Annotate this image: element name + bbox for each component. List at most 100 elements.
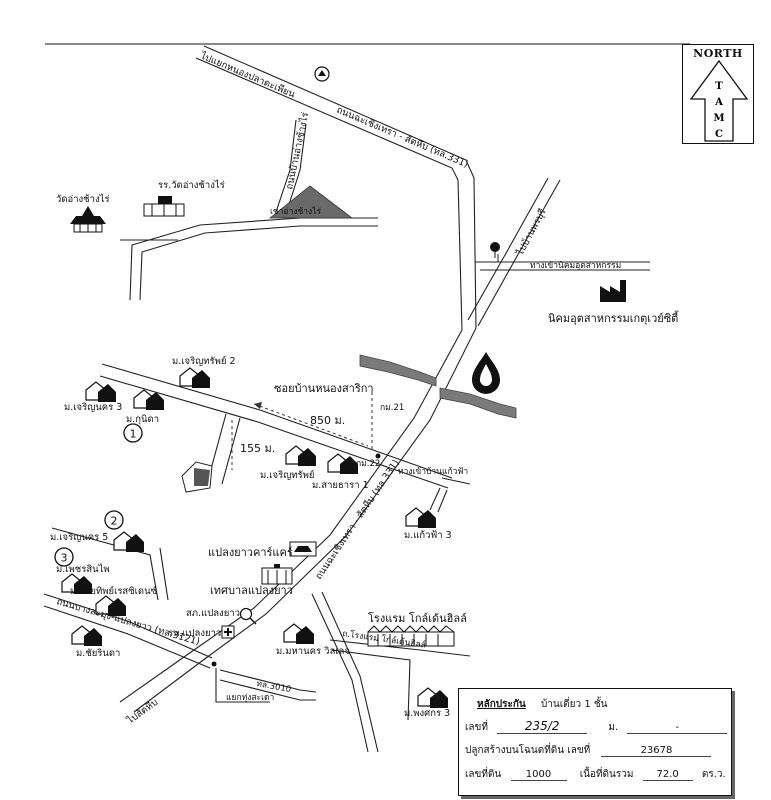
label-highway-331-south: ถนนฉะเชิงเทรา - สัตหีบ (ทล.331) — [313, 457, 402, 581]
svg-text:2: 2 — [111, 515, 118, 528]
north-arrow-box: NORTH T A M C — [682, 44, 754, 144]
house-icon — [95, 595, 126, 616]
highway-331 — [119, 45, 477, 713]
house-icon — [71, 625, 102, 646]
info-no-label: เลขที่ — [465, 722, 488, 733]
subject-plot-icon — [194, 468, 210, 486]
north-letter-t: T — [715, 81, 723, 92]
house-icon — [283, 623, 314, 644]
label-junction: แยกทุ่งสะเดา — [226, 693, 274, 703]
label-charoen-nakhon-3: ม.เจริญนคร 3 — [64, 402, 122, 413]
distance-155-label: 155 ม. — [240, 442, 275, 455]
info-deed-value: 23678 — [601, 745, 712, 757]
svg-text:3: 3 — [61, 552, 68, 565]
road-branch-plot — [207, 413, 241, 485]
north-letter-a: A — [714, 97, 723, 108]
road-soi-nong-sarika — [99, 363, 453, 489]
label-km21: กม.21 — [380, 403, 404, 413]
label-charoen-sap-2: ม.เจริญทรัพย์ 2 — [172, 355, 236, 367]
label-tessaban-plaeng-yao: เทศบาลแปลงยาว — [210, 584, 293, 597]
info-type: บ้านเดี่ยว 1 ชั้น — [540, 699, 608, 710]
north-arrow-icon: T A M C — [689, 59, 749, 142]
info-deed-label: ปลูกสร้างบนโฉนดที่ดิน เลขที่ — [465, 745, 591, 756]
gas-station-icon — [314, 66, 330, 82]
road-to-ban-khai — [467, 177, 561, 327]
marker-2: 2 — [104, 510, 124, 530]
hotel-icon — [367, 625, 455, 647]
label-saithip-residence: ม.สายทิพย์เรสซิเดนซ์ — [70, 585, 158, 597]
info-land-no-value: 1000 — [510, 769, 567, 781]
factory-icon — [600, 280, 626, 302]
hospital-icon — [221, 625, 235, 639]
house-icon — [179, 367, 210, 388]
label-soi-nong-sarika: ซอยบ้านหนองสาริกา — [274, 382, 374, 395]
house-icon — [85, 381, 116, 402]
mountain-icon — [268, 185, 354, 219]
info-area-label: เนื้อที่ดินรวม — [579, 769, 634, 780]
road-kaew-fa — [429, 477, 471, 513]
junction-dot — [211, 661, 217, 667]
info-moo-label: ม. — [608, 722, 619, 733]
distance-850-indicator — [253, 392, 373, 450]
label-kunita: ม.กุนิดา — [126, 414, 159, 425]
label-phet-sin-phai: ม.เพชรสินไพ — [56, 563, 110, 575]
house-icon — [327, 453, 358, 474]
fuel-drop-icon — [472, 352, 500, 394]
label-wat-ang-chang-rai: วัดอ่างช้างไร่ — [56, 193, 109, 205]
label-school-ang-chang-rai: รร.วัดอ่างช้างไร่ — [158, 179, 225, 191]
label-charoen-sap: ม.เจริญทรัพย์ — [260, 469, 315, 481]
north-label: NORTH — [693, 47, 743, 60]
info-no-value: 235/2 — [497, 719, 588, 734]
road-side-west — [51, 527, 169, 601]
house-icon — [113, 531, 144, 552]
house-icon — [61, 573, 92, 594]
label-saithara-1: ม.สายธารา 1 — [312, 480, 369, 491]
distance-850-label: 850 ม. — [310, 414, 345, 427]
school-icon — [143, 196, 185, 217]
label-highway-331-north: ถนนฉะเชิงเทรา - สัตหีบ (ทล.331) — [335, 104, 470, 171]
label-industrial-entrance: ทางเข้านิคมอุตสาหกรรม — [530, 260, 621, 271]
info-moo-value: - — [627, 722, 728, 734]
road-hotel — [311, 591, 471, 753]
label-industrial-estate: นิคมอุตสาหกรรมเกตุเวย์ซิตี้ — [548, 310, 679, 325]
marker-1: 1 — [123, 423, 143, 443]
temple-icon — [70, 206, 106, 233]
label-to-ban-khai: ไปบ้านพรบุรี — [514, 207, 549, 259]
marker-3: 3 — [54, 547, 74, 567]
north-letter-c: C — [715, 129, 723, 140]
collateral-info-box: หลักประกัน บ้านเดี่ยว 1 ชั้น เลขที่ 235/… — [458, 688, 732, 796]
label-kaew-fa-3: ม.แก้วฟ้า 3 — [404, 530, 452, 541]
house-icon — [417, 687, 448, 708]
label-phongsakorn-3: ม.พงศกร 3 — [404, 708, 450, 719]
car-care-icon — [289, 541, 317, 557]
info-area-unit: ตร.ว. — [701, 769, 726, 780]
info-title: หลักประกัน — [477, 699, 526, 710]
km22-dot — [375, 453, 381, 459]
house-icon — [285, 445, 316, 466]
house-icon — [133, 389, 164, 410]
road-3010 — [215, 668, 317, 703]
label-chai-rin-da: ม.ชัยรินดา — [76, 648, 120, 659]
label-mountain: เขาอ่างช้างไร่ — [270, 206, 321, 217]
info-land-no-label: เลขที่ดิน — [465, 769, 502, 780]
label-kaew-fa-road: ทางเข้าบ้านแก้วฟ้า — [398, 466, 468, 477]
label-ban-wat-road: ถนนบ้านอ่างช้างไร่ — [283, 111, 311, 190]
label-plaeng-yao-car-care: แปลงยาวคาร์แคร์ — [208, 546, 293, 559]
svg-text:1: 1 — [130, 428, 137, 441]
label-golden-hill-hotel: โรงแรม โกล์เด้นฮิลล์ — [368, 611, 467, 625]
label-charoen-nakhon-5: ม.เจริญนคร 5 — [50, 532, 108, 543]
label-to-sattahip: ไปสัตหีบ — [124, 696, 160, 727]
label-mahanakhon-village: ม.มหานคร วิลเลจ — [276, 646, 350, 657]
info-area-value: 72.0 — [642, 769, 693, 781]
label-to-nong-pla-lai: ไปแยกหนองปลาดะเพียน — [198, 49, 297, 100]
road-3121 — [43, 593, 213, 669]
tree-icon — [490, 242, 500, 258]
label-police-plaeng-yao: สภ.แปลงยาว — [186, 608, 240, 619]
label-hotel-road: ถ.โรงแรม โกล์เด้นฮิลล์ — [342, 628, 427, 651]
police-icon — [239, 607, 257, 625]
water-channel — [359, 354, 517, 419]
label-km22: กม.22 — [356, 459, 380, 469]
house-icon — [405, 507, 436, 528]
road-industrial — [475, 254, 650, 271]
